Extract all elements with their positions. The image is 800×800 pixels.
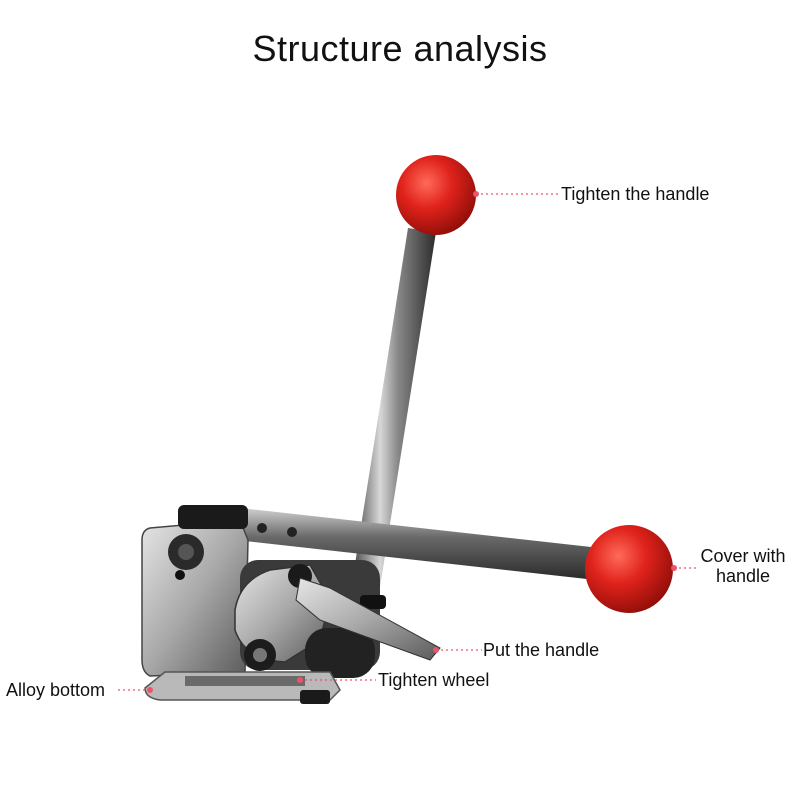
label-cover-with-handle-line2: handle [715,566,771,586]
cover-handle-knob [585,525,673,613]
tighten-handle-rod [350,228,436,600]
tighten-handle-knob [396,155,476,235]
cover-handle-rod [236,508,600,580]
marker-dot [297,677,303,683]
label-tighten-handle: Tighten the handle [561,184,710,204]
label-tighten-wheel: Tighten wheel [378,670,490,690]
label-alloy-bottom: Alloy bottom [6,680,106,700]
label-cover-with-handle: Cover with handle [692,546,794,586]
marker-dot [433,647,439,653]
tool-side-plate [141,519,249,677]
marker-dot [147,687,153,693]
marker-dot [473,191,479,197]
label-cover-with-handle-line1: Cover with [700,546,786,566]
tighten-wheel [305,628,375,678]
label-put-handle: Put the handle [483,640,600,660]
marker-dot [671,565,677,571]
page-title: Structure analysis [252,28,548,69]
put-handle-lever [295,577,441,661]
